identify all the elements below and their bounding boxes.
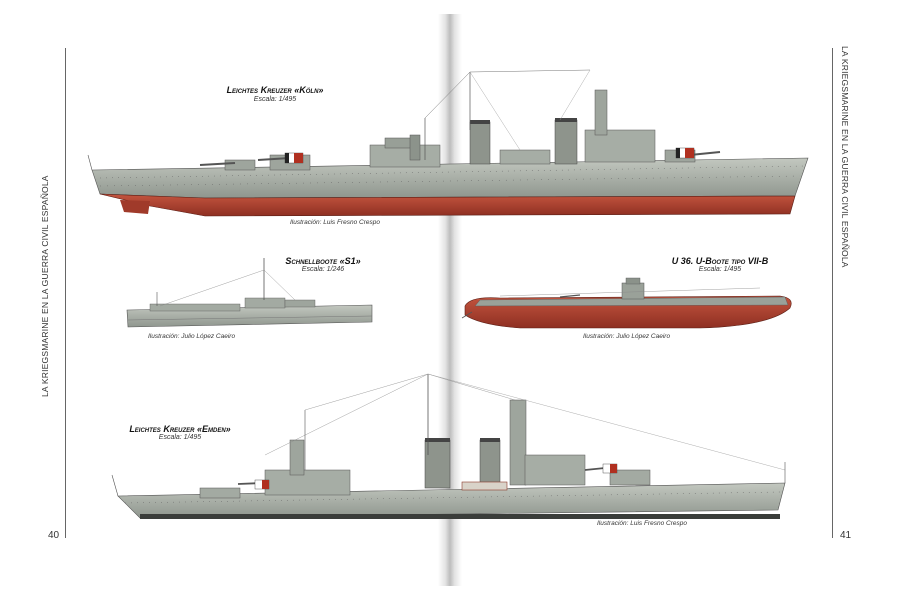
left-margin-rule (65, 48, 66, 538)
right-margin-rule (832, 48, 833, 538)
s1-title: Schnellboote «S1» (285, 256, 361, 266)
s1-credit: Ilustración: Julio López Caeiro (148, 333, 236, 340)
koln-cruiser-drawing (87, 69, 809, 217)
s1-scale: Escala: 1/246 (301, 266, 345, 273)
koln-credit: Ilustración: Luis Fresno Crespo (290, 219, 380, 226)
emden-cruiser-drawing (111, 373, 786, 519)
koln-scale: Escala: 1/495 (253, 96, 297, 103)
emden-credit: Ilustración: Luis Fresno Crespo (597, 520, 687, 527)
koln-title: Leichtes Kreuzer «Köln» (226, 85, 324, 95)
emden-scale: Escala: 1/495 (158, 434, 202, 441)
s1-schnellboot-drawing (126, 258, 373, 328)
u36-scale: Escala: 1/495 (698, 266, 742, 273)
page-number-left: 40 (48, 530, 60, 541)
u36-title: U 36. U-Boote tipo VII-B (671, 256, 769, 266)
u36-submarine-drawing (461, 277, 792, 329)
page-number-right: 41 (840, 530, 852, 541)
u36-credit: Ilustración: Julio López Caeiro (583, 333, 671, 340)
emden-title: Leichtes Kreuzer «Emden» (129, 424, 231, 434)
